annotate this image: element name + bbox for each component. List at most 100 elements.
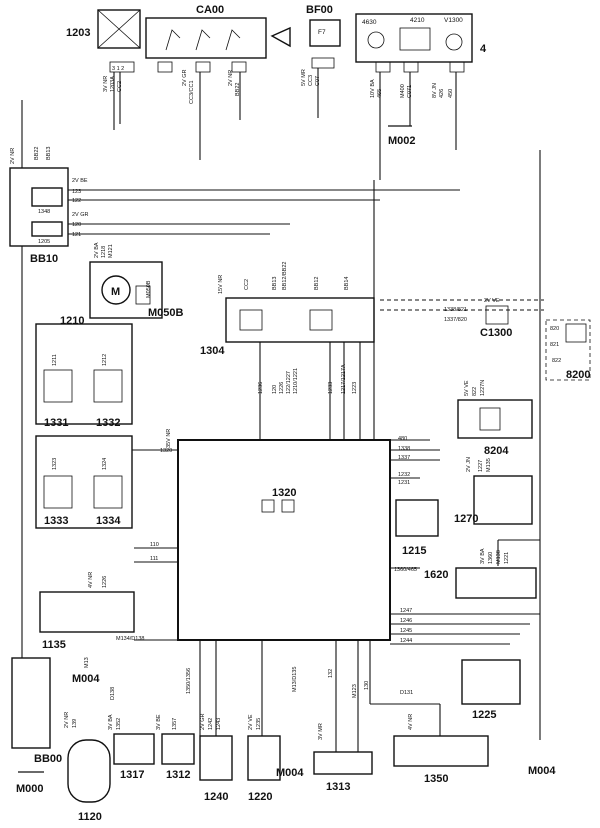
component-1225-label: 1225	[472, 709, 496, 721]
wire-label-1242: 1242	[208, 718, 214, 730]
component-1317-box	[113, 733, 155, 765]
wire-label-15v: 15V NR	[218, 275, 224, 294]
component-1620-label: 1620	[424, 569, 448, 581]
battery-bb00-box	[11, 657, 51, 749]
wire-label-1120-2vnr: 2V NR	[64, 712, 70, 728]
wire-label-1236: 1236	[258, 382, 264, 394]
component-1313-box	[313, 751, 373, 775]
component-1333-label: 1333	[44, 515, 68, 527]
wire-label-ba: 10V BA	[370, 79, 376, 98]
wire-label-5vve: 5V VE	[464, 380, 470, 396]
wire-label-35v: 35V NR	[166, 429, 172, 448]
wire-label-1203a: 3V NR	[103, 76, 109, 92]
wire-label-bb22: BB22	[235, 83, 241, 96]
ground-m000-label: M000	[16, 783, 44, 795]
wire-label-m121: M121	[108, 244, 114, 258]
wire-label-1338b: 1338	[398, 446, 410, 452]
wire-label-1247: 1247	[400, 608, 412, 614]
component-1120-box	[67, 739, 111, 803]
wire-label-1212: 1212	[102, 354, 108, 366]
wire-label-mr: 5V MR	[301, 69, 307, 86]
svg-text:M: M	[111, 286, 120, 298]
injector-group-b	[35, 435, 133, 529]
wire-label-bb22b: BB22	[34, 147, 40, 160]
wire-label-m123: M123	[352, 684, 358, 698]
component-8204-label: 8204	[484, 445, 509, 457]
wire-label-bb12b: BB12	[314, 277, 320, 290]
wire-label-1244: 1244	[400, 638, 412, 644]
wire-label-1246: 1246	[400, 618, 412, 624]
connector-c1300-label: C1300	[480, 327, 512, 339]
component-1312-label: 1312	[166, 769, 190, 781]
wire-label-cc3: CC3	[308, 75, 314, 86]
horn-icon	[270, 26, 291, 48]
wire-label-1320: 1320	[160, 448, 172, 454]
wire-label-1350-4vnr: 4V NR	[408, 714, 414, 730]
wire-label-1223: 1223	[352, 382, 358, 394]
wire-label-1352: 1352	[116, 718, 122, 730]
wire-label-1357: 1357	[172, 718, 178, 730]
component-1135-label: 1135	[42, 639, 66, 651]
svg-text:3 1 2: 3 1 2	[112, 66, 124, 72]
wire-label-822: 822	[552, 358, 561, 364]
component-1225-box	[461, 659, 521, 705]
wire-label-121: 121	[72, 232, 81, 238]
wire-label-1360: 1360	[488, 552, 494, 564]
component-1620-box	[455, 567, 537, 599]
component-8200-label: 8200	[566, 369, 590, 381]
wire-label-ba2: 2V BA	[94, 242, 100, 258]
wire-label-480: 480	[398, 436, 407, 442]
wire-label-1232: 1232	[398, 472, 410, 478]
component-1312-box	[161, 733, 195, 765]
wire-label-139: 139	[72, 719, 78, 728]
component-bb10-box	[9, 167, 69, 247]
component-1331-label: 1331	[44, 417, 68, 429]
component-bf00-label: BF00	[306, 4, 333, 16]
component-1220-label: 1220	[248, 791, 272, 803]
wire-label-1338: 1338/821	[444, 307, 467, 313]
wire-label-426: 426	[439, 89, 445, 98]
component-1210-label: 1210	[60, 315, 84, 327]
wire-label-1211: 1211	[52, 354, 58, 366]
wire-label-4vnr: 4V NR	[88, 572, 94, 588]
wire-label-822b: 822	[472, 387, 478, 396]
fuse-1348-box	[31, 187, 63, 207]
ecu-1320-box	[177, 439, 391, 641]
component-1270-box	[473, 475, 533, 525]
fuse-1205-box	[31, 221, 63, 237]
wire-label-1243: 1243	[216, 718, 222, 730]
fuse-f7-box	[309, 19, 341, 47]
ground-m004-c-label: M004	[528, 765, 556, 777]
wire-label-1210w: 1210/1221	[293, 368, 299, 394]
component-1210-box	[89, 261, 163, 319]
wire-label-m134: M134/D138	[116, 636, 144, 642]
motor-icon	[101, 275, 131, 305]
wire-label-d131: D131	[400, 690, 413, 696]
wire-label-122: 122	[72, 198, 81, 204]
wire-label-nr: 2V NR	[228, 70, 234, 86]
wire-label-1233: 1233	[328, 382, 334, 394]
wire-label-1240-2vgr: 2V GR	[200, 713, 206, 730]
wire-label-m400: M400	[400, 84, 406, 98]
label-4630: 4630	[362, 19, 377, 26]
wire-label-1337b: 1337	[398, 455, 410, 461]
component-1334-label: 1334	[96, 515, 121, 527]
component-1350-box	[393, 735, 489, 767]
fuse-1205-label: 1205	[38, 239, 50, 245]
wire-label-1221: 1221	[504, 552, 510, 564]
wire-label-1220-2vve: 2V VE	[248, 714, 254, 730]
wire-label-122b: 122/1227	[286, 371, 292, 394]
wire-label-gr2: 2V GR	[72, 212, 89, 218]
battery-bb00-label: BB00	[34, 753, 62, 765]
component-1215-label: 1215	[402, 545, 426, 557]
component-1120-label: 1120	[78, 811, 102, 823]
wire-label-1317-3vba: 3V BA	[108, 714, 114, 730]
wire-label-m050b: M050B	[146, 280, 152, 298]
wire-label-120: 120	[72, 222, 81, 228]
wire-label-m13: M13	[84, 657, 90, 668]
wire-label-1227: 1227	[478, 460, 484, 472]
component-1304-label: 1304	[200, 345, 225, 357]
wire-label-120b: 120	[272, 385, 278, 394]
ground-m004-b-label: M004	[276, 767, 304, 779]
wire-label-1323: 1323	[52, 458, 58, 470]
